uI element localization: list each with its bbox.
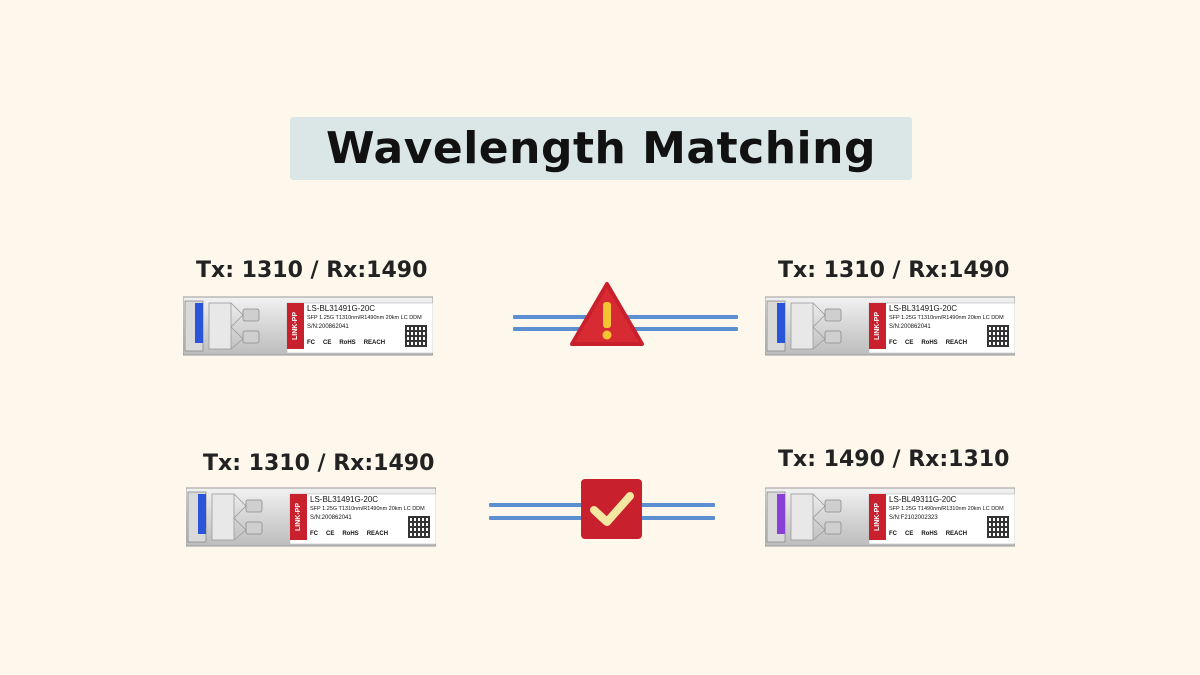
cert-mark: FC xyxy=(310,531,318,537)
module-spec: SFP 1.25G T1310nm/R1490nm 20km LC DDM xyxy=(889,315,1004,321)
brand-logo: LINK-PP xyxy=(869,303,886,349)
cert-mark: REACH xyxy=(363,340,386,346)
cert-mark: FC xyxy=(889,531,897,537)
serial-number: S/N:F2102002323 xyxy=(889,515,938,521)
serial-number: S/N:200862041 xyxy=(889,324,931,330)
part-number: LS-BL31491G-20C xyxy=(310,495,379,504)
brand-logo: LINK-PP xyxy=(290,494,307,540)
cert-mark: REACH xyxy=(945,531,968,537)
sfp-label-sticker: LINK-PP LS-BL31491G-20C SFP 1.25G T1310n… xyxy=(290,494,436,544)
cert-marks: FC CE RoHS REACH xyxy=(307,340,385,346)
check-icon xyxy=(580,478,643,544)
cert-mark: FC xyxy=(889,340,897,346)
cert-mark: CE xyxy=(905,531,914,537)
pair1-left-sfp-module: LINK-PP LS-BL31491G-20C SFP 1.25G T1310n… xyxy=(183,295,433,357)
title-banner: Wavelength Matching xyxy=(290,117,912,180)
pair2-right-label: Tx: 1490 / Rx:1310 xyxy=(778,447,1010,472)
pair2-right-sfp-module: LINK-PP LS-BL49311G-20C SFP 1.25G T1490n… xyxy=(765,486,1015,548)
sfp-label-sticker: LINK-PP LS-BL49311G-20C SFP 1.25G T1490n… xyxy=(869,494,1015,544)
cert-mark: RoHS xyxy=(342,531,359,537)
brand-logo: LINK-PP xyxy=(869,494,886,540)
brand-logo: LINK-PP xyxy=(287,303,304,349)
sfp-module-body xyxy=(183,296,433,356)
sfp-label-sticker: LINK-PP LS-BL31491G-20C SFP 1.25G T1310n… xyxy=(869,303,1015,353)
sfp-label-sticker: LINK-PP LS-BL31491G-20C SFP 1.25G T1310n… xyxy=(287,303,433,353)
qr-code-icon xyxy=(987,516,1009,538)
qr-code-icon xyxy=(987,325,1009,347)
cert-mark: RoHS xyxy=(339,340,356,346)
cert-mark: REACH xyxy=(945,340,968,346)
warning-icon xyxy=(569,280,645,352)
pair2-left-sfp-module: LINK-PP LS-BL31491G-20C SFP 1.25G T1310n… xyxy=(186,486,436,548)
pair1-left-label: Tx: 1310 / Rx:1490 xyxy=(196,258,428,283)
pair2-left-label: Tx: 1310 / Rx:1490 xyxy=(203,451,435,476)
module-spec: SFP 1.25G T1310nm/R1490nm 20km LC DDM xyxy=(310,506,425,512)
cert-mark: RoHS xyxy=(921,340,938,346)
qr-code-icon xyxy=(405,325,427,347)
diagram-title: Wavelength Matching xyxy=(326,123,876,174)
cert-mark: REACH xyxy=(366,531,389,537)
pair1-right-sfp-module: LINK-PP LS-BL31491G-20C SFP 1.25G T1310n… xyxy=(765,295,1015,357)
part-number: LS-BL31491G-20C xyxy=(307,304,376,313)
module-spec: SFP 1.25G T1490nm/R1310nm 20km LC DDM xyxy=(889,506,1004,512)
pair1-right-label: Tx: 1310 / Rx:1490 xyxy=(778,258,1010,283)
serial-number: S/N:200862041 xyxy=(310,515,352,521)
qr-code-icon xyxy=(408,516,430,538)
serial-number: S/N:200862041 xyxy=(307,324,349,330)
module-spec: SFP 1.25G T1310nm/R1490nm 20km LC DDM xyxy=(307,315,422,321)
sfp-module-body xyxy=(186,487,436,547)
cert-mark: CE xyxy=(326,531,335,537)
cert-mark: RoHS xyxy=(921,531,938,537)
cert-marks: FC CE RoHS REACH xyxy=(889,340,967,346)
part-number: LS-BL49311G-20C xyxy=(889,495,957,504)
cert-marks: FC CE RoHS REACH xyxy=(889,531,967,537)
part-number: LS-BL31491G-20C xyxy=(889,304,958,313)
cert-mark: CE xyxy=(905,340,914,346)
cert-mark: FC xyxy=(307,340,315,346)
cert-marks: FC CE RoHS REACH xyxy=(310,531,388,537)
cert-mark: CE xyxy=(323,340,332,346)
